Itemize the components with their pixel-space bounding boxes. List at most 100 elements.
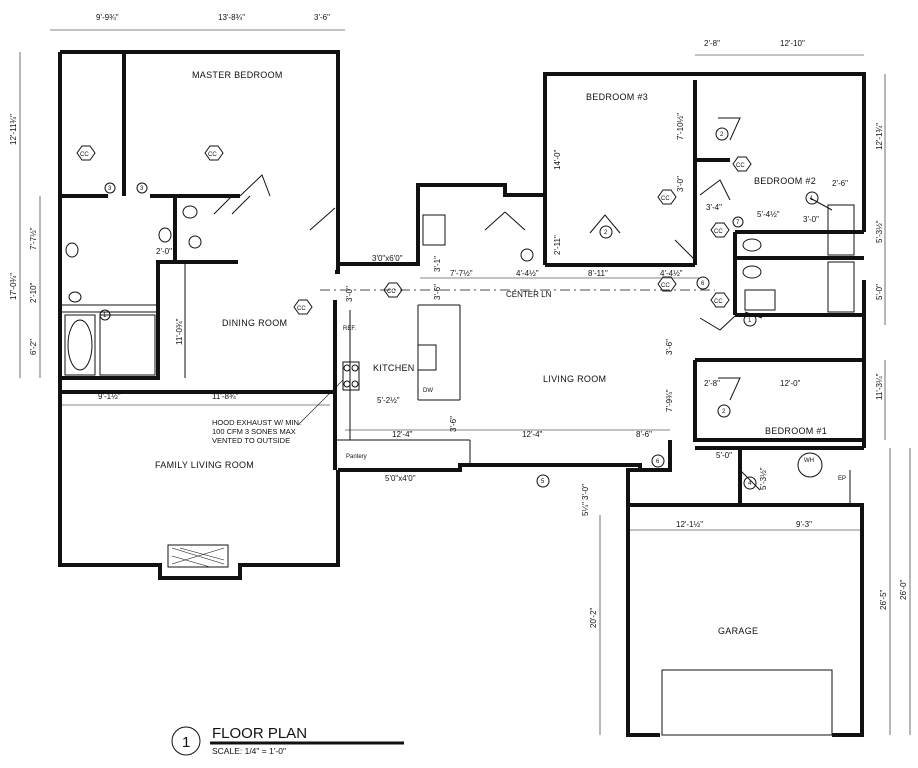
dim-row-2: 4'-4½" — [516, 269, 539, 278]
marker-2c: 2 — [722, 409, 726, 415]
dim-left-5: 6'-2" — [29, 339, 38, 355]
label-bedroom-1: BEDROOM #1 — [765, 426, 827, 436]
wall-center-top — [338, 72, 866, 266]
dimensions: 9'-9¾" 13'-8¾" 3'-6" 2'-8" 12'-10" 12'-1… — [9, 13, 908, 628]
wall-bed3 — [543, 74, 695, 267]
interior-lines — [60, 214, 851, 736]
marker-6b: 6 — [656, 459, 660, 465]
fixtures — [64, 204, 855, 568]
label-family-living-room: FAMILY LIVING ROOM — [155, 460, 254, 470]
marker-3a: 3 — [108, 186, 112, 192]
marker-5: 5 — [541, 479, 545, 485]
title-name: FLOOR PLAN — [212, 725, 307, 742]
dim-left-4: 2'-10" — [29, 282, 38, 303]
label-kitchen: KITCHEN — [373, 363, 415, 373]
hood-leader — [297, 379, 344, 426]
dim-b1-120: 12'-0" — [780, 379, 801, 388]
label-center-line: CENTER LN — [506, 290, 552, 299]
dim-laundry-534: 5'-3½" — [759, 467, 768, 490]
wall-family — [58, 378, 340, 580]
walls — [58, 50, 866, 737]
hood-note-line-2: 100 CFM 3 SONES MAX — [212, 427, 296, 436]
marker-2a: 2 — [604, 230, 608, 236]
dim-living-124: 12'-4" — [522, 430, 543, 439]
label-ref: REF. — [343, 326, 356, 332]
cc-marker-1: CC — [80, 152, 89, 158]
dim-row-1: 7'-7½" — [450, 269, 473, 278]
marker-2b: 2 — [720, 132, 724, 138]
cc-marker-3: CC — [297, 306, 306, 312]
dim-right-1: 12'-1¾" — [875, 123, 884, 150]
wall-west — [58, 52, 238, 380]
dim-right-3: 5'-0" — [875, 284, 884, 300]
dim-k-36: 3'-6" — [433, 284, 442, 300]
dim-right-2: 5'-3½" — [875, 220, 884, 243]
dim-b3-3ft: 3'-0" — [676, 176, 685, 192]
marker-7: 7 — [736, 220, 740, 226]
cc-marker-8: CC — [714, 229, 723, 235]
dim-row-3: 8'-11" — [588, 269, 608, 278]
title-scale: SCALE: 1/4" = 1'-0" — [212, 746, 286, 756]
marker-4: 4 — [748, 481, 752, 487]
dim-left-2: 7'-7½" — [29, 227, 38, 250]
cc-marker-6: CC — [661, 283, 670, 289]
cc-marker-7: CC — [736, 163, 745, 169]
wall-garage — [628, 503, 864, 737]
label-bedroom-2: BEDROOM #2 — [754, 176, 816, 186]
label-wh: WH — [804, 458, 814, 464]
dim-top-1: 9'-9¾" — [96, 13, 119, 22]
dimension-lines — [19, 29, 911, 735]
dim-laundry-50: 5'-0" — [716, 451, 732, 460]
dim-left-1: 12'-11¾" — [9, 114, 18, 145]
wall-kitchen-bottom — [338, 463, 660, 737]
dim-b2-542: 5'-4½" — [757, 210, 780, 219]
dim-top-5: 12'-10" — [780, 39, 805, 48]
label-bedroom-3: BEDROOM #3 — [586, 92, 648, 102]
dim-k-30: 3'-0" — [345, 286, 354, 302]
dim-entry-54: 5¼" — [581, 502, 590, 516]
dim-living-86: 8'-6" — [636, 430, 652, 439]
hood-note-line-3: VENTED TO OUTSIDE — [212, 436, 290, 445]
label-pantry: Pantery — [346, 454, 367, 460]
label-master-bedroom: MASTER BEDROOM — [192, 70, 283, 80]
label-dw: DW — [423, 388, 433, 394]
dim-top-2: 13'-8¾" — [218, 13, 245, 22]
dim-row-4: 4'-4½" — [660, 269, 683, 278]
cc-marker-4: CC — [387, 289, 396, 295]
dim-b2-26: 2'-6" — [832, 179, 848, 188]
title-number-circle — [171, 726, 201, 756]
dim-right-5: 26'-5" — [879, 589, 888, 610]
dim-top-3: 3'-6" — [314, 13, 330, 22]
dim-k-31: 3'-1" — [433, 256, 442, 272]
dim-kitchen-124: 12'-4" — [392, 430, 413, 439]
dim-family-horizontal: 9'-1½" — [98, 392, 121, 401]
wall-bed2 — [693, 80, 730, 265]
dim-left-3: 17'-0¾" — [9, 273, 18, 300]
dim-b3-closet: 7'-10½" — [676, 113, 685, 140]
dim-b3-height: 14'-0" — [553, 149, 562, 170]
cc-marker-9: CC — [714, 299, 723, 305]
title-number: 1 — [182, 734, 190, 751]
title-block: 1 FLOOR PLAN SCALE: 1/4" = 1'-0" — [171, 725, 404, 756]
hood-note-line-1: HOOD EXHAUST W/ MIN. — [212, 418, 301, 427]
marker-1c: 1 — [748, 318, 752, 324]
dim-dining-vertical: 11'-0¾" — [175, 318, 184, 345]
markers: 3 3 1 2 2 1 7 6 1 2 6 5 4 CC CC CC CC CC — [76, 127, 819, 490]
label-living-room: LIVING ROOM — [543, 374, 606, 384]
dim-b2-34: 3'-4" — [706, 203, 722, 212]
wall-baths — [733, 230, 864, 317]
dim-garage-121: 12'-1½" — [676, 520, 703, 529]
marker-1a: 1 — [103, 313, 107, 319]
dim-b1-28: 2'-8" — [704, 379, 720, 388]
cc-marker-2: CC — [208, 152, 217, 158]
dim-b3-211: 2'-11" — [553, 235, 562, 255]
dim-dining-horizontal: 11'-8¾" — [212, 392, 239, 401]
window-bottom-label: 5'0"x4'0" — [385, 474, 416, 483]
label-garage: GARAGE — [718, 626, 758, 636]
dim-kitchen-36: 3'-6" — [449, 416, 458, 432]
label-dining-room: DINING ROOM — [222, 318, 287, 328]
dim-right-6: 26'-0" — [899, 579, 908, 600]
dim-b2-30: 3'-0" — [803, 215, 819, 224]
label-ep: EP — [838, 476, 846, 482]
